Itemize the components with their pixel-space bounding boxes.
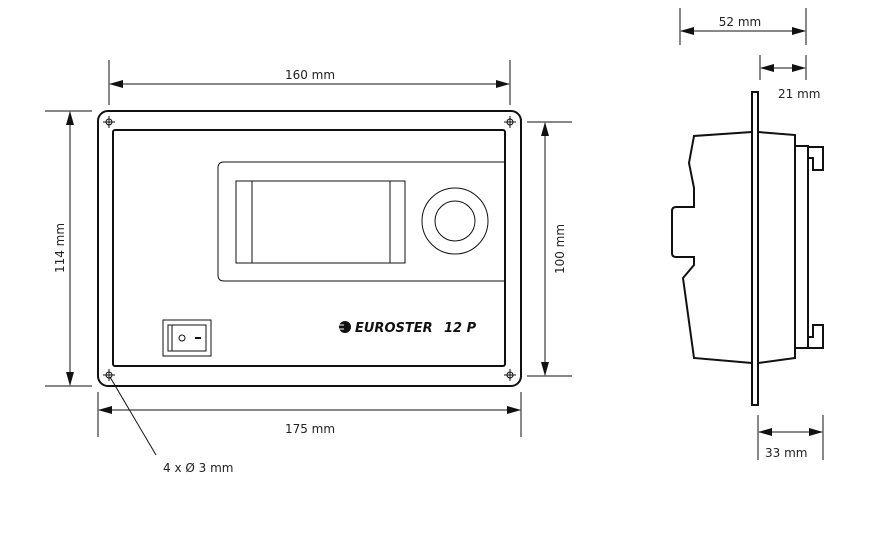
- logo-text: EUROSTER: [355, 321, 433, 336]
- display-bezel: [217, 161, 505, 282]
- dim-label: 33 mm: [765, 446, 807, 460]
- dim-160: 160 mm: [108, 60, 511, 105]
- dim-label: 52 mm: [719, 15, 761, 29]
- dim-label: 4 x Ø 3 mm: [163, 461, 233, 475]
- dim-21: 21 mm: [759, 55, 820, 101]
- mounting-plate-side: [751, 91, 759, 406]
- model-text: 12 P: [444, 321, 477, 336]
- dim-33: 33 mm: [757, 415, 824, 460]
- dim-label: 21 mm: [778, 87, 820, 101]
- dim-label: 114 mm: [53, 223, 67, 273]
- front-housing-side: [671, 131, 753, 364]
- dim-label: 175 mm: [285, 422, 335, 436]
- mounting-hole-callout: 4 x Ø 3 mm: [109, 376, 233, 475]
- mounting-plate-outline: [97, 110, 522, 387]
- clip-bottom: [808, 324, 824, 349]
- lcd-display: [235, 180, 406, 264]
- clip-top: [808, 146, 824, 171]
- mounting-hole-markers: [103, 116, 516, 381]
- dim-114: 114 mm: [45, 110, 92, 387]
- front-view: EUROSTER 12 P: [97, 110, 522, 387]
- dim-52: 52 mm: [679, 8, 807, 45]
- knob-outer: [421, 187, 489, 255]
- din-rail: [794, 145, 809, 349]
- dim-label: 100 mm: [553, 224, 567, 274]
- euroster-logo: EUROSTER 12 P: [337, 321, 477, 336]
- rear-housing-side: [757, 131, 796, 364]
- dim-175: 175 mm: [97, 392, 522, 437]
- housing-front: [112, 129, 506, 367]
- dim-100: 100 mm: [527, 121, 572, 377]
- knob-inner: [434, 200, 476, 242]
- power-switch: [162, 319, 212, 357]
- dim-label: 160 mm: [285, 68, 335, 82]
- side-view: [671, 91, 824, 406]
